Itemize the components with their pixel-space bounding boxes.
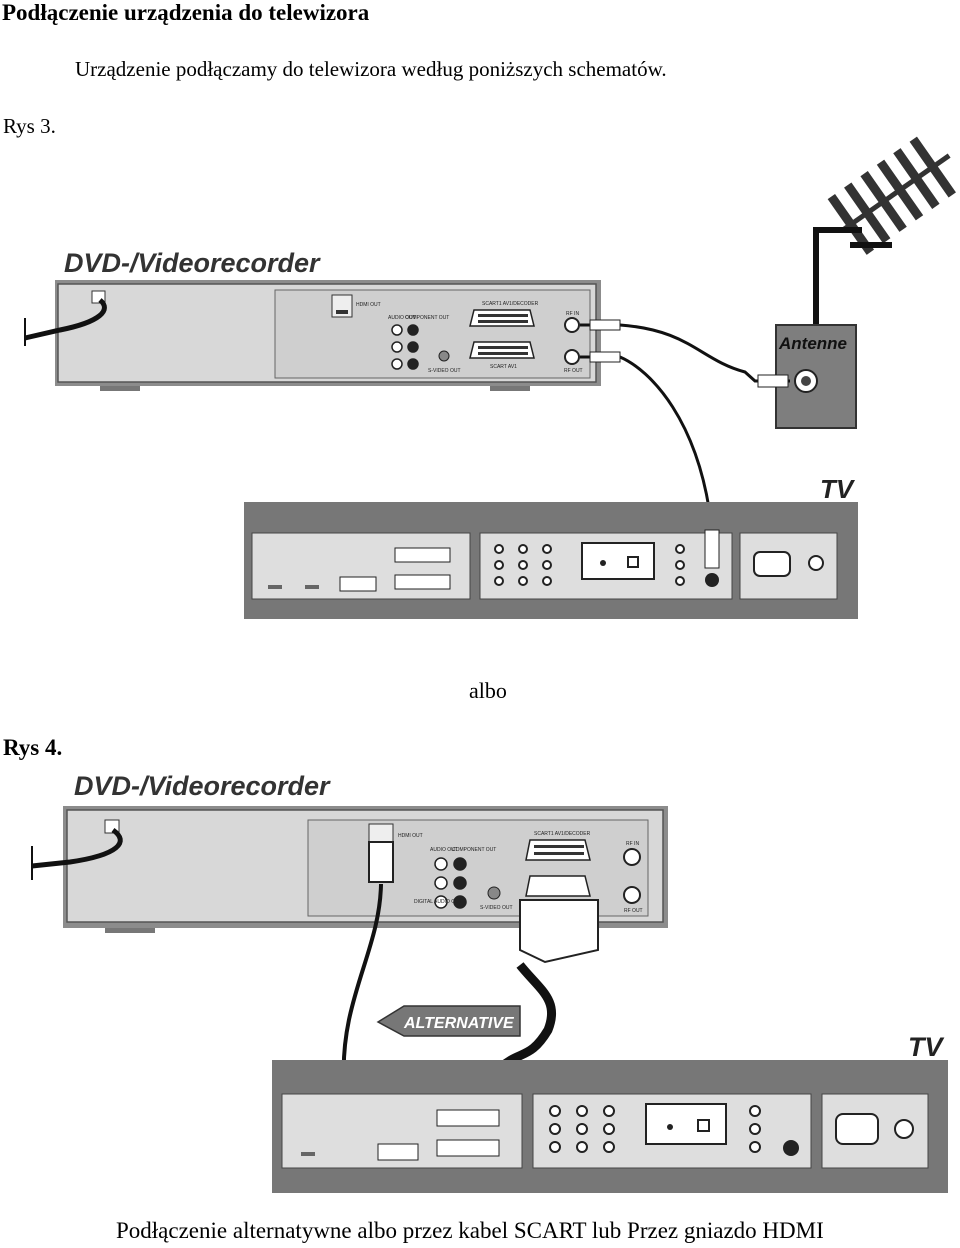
- tv-label: TV: [820, 474, 856, 504]
- svideo-out-label-2: S-VIDEO OUT: [480, 905, 513, 911]
- figure-3-diagram: DVD-/Videorecorder HDMI OUT AUDIO OUT CO…: [24, 136, 956, 619]
- tv-label-2: TV: [908, 1032, 944, 1062]
- audio-out-label: AUDIO OUT: [388, 315, 416, 321]
- hdmi-out-label-2: HDMI OUT: [398, 833, 423, 839]
- rf-out-label: RF OUT: [564, 368, 583, 374]
- antenna-icon: Antenne: [775, 136, 956, 429]
- digital-audio-out-label: DIGITAL AUDIO OUT: [414, 899, 462, 905]
- component-out-label-2: COMPONENT OUT: [452, 847, 496, 853]
- component-out-label: COMPONENT OUT: [405, 315, 449, 321]
- separator-text: albo: [469, 678, 507, 703]
- figure-3-label: Rys 3.: [3, 114, 56, 138]
- tv-rear-panel-2: TV: [272, 1032, 948, 1193]
- tv-rear-panel: TV: [244, 474, 858, 619]
- intro-text: Urządzenie podłączamy do telewizora wedł…: [75, 57, 667, 81]
- rf-out-label-2: RF OUT: [624, 908, 643, 914]
- alternative-arrow: ALTERNATIVE: [376, 1005, 521, 1037]
- alternative-label: ALTERNATIVE: [403, 1015, 515, 1032]
- page-title: Podłączenie urządzenia do telewizora: [2, 0, 370, 25]
- figure-caption: Podłączenie alternatywne albo przez kabe…: [116, 1218, 824, 1243]
- dvd-recorder-label: DVD-/Videorecorder: [64, 248, 321, 278]
- scart1-label-2: SCART1 AV1/DECODER: [534, 831, 591, 837]
- svideo-out-label: S-VIDEO OUT: [428, 368, 461, 374]
- rf-in-label-2: RF IN: [626, 841, 639, 847]
- antenna-cables: [580, 323, 790, 531]
- scart2-label: SCART AV1: [490, 364, 517, 370]
- figure-4-diagram: DVD-/Videorecorder HDMI OUT AUDIO OUT CO…: [31, 771, 948, 1193]
- figure-4-label: Rys 4.: [3, 735, 63, 760]
- dvd-recorder-label-2: DVD-/Videorecorder: [74, 771, 331, 801]
- rf-in-label: RF IN: [566, 311, 579, 317]
- dvd-recorder-rear-panel: HDMI OUT AUDIO OUT COMPONENT OUT S-VIDEO…: [24, 280, 601, 391]
- hdmi-out-label: HDMI OUT: [356, 302, 381, 308]
- audio-out-label-2: AUDIO OUT: [430, 847, 458, 853]
- scart1-label: SCART1 AV1/DECODER: [482, 301, 539, 307]
- antenna-label: Antenne: [778, 334, 847, 353]
